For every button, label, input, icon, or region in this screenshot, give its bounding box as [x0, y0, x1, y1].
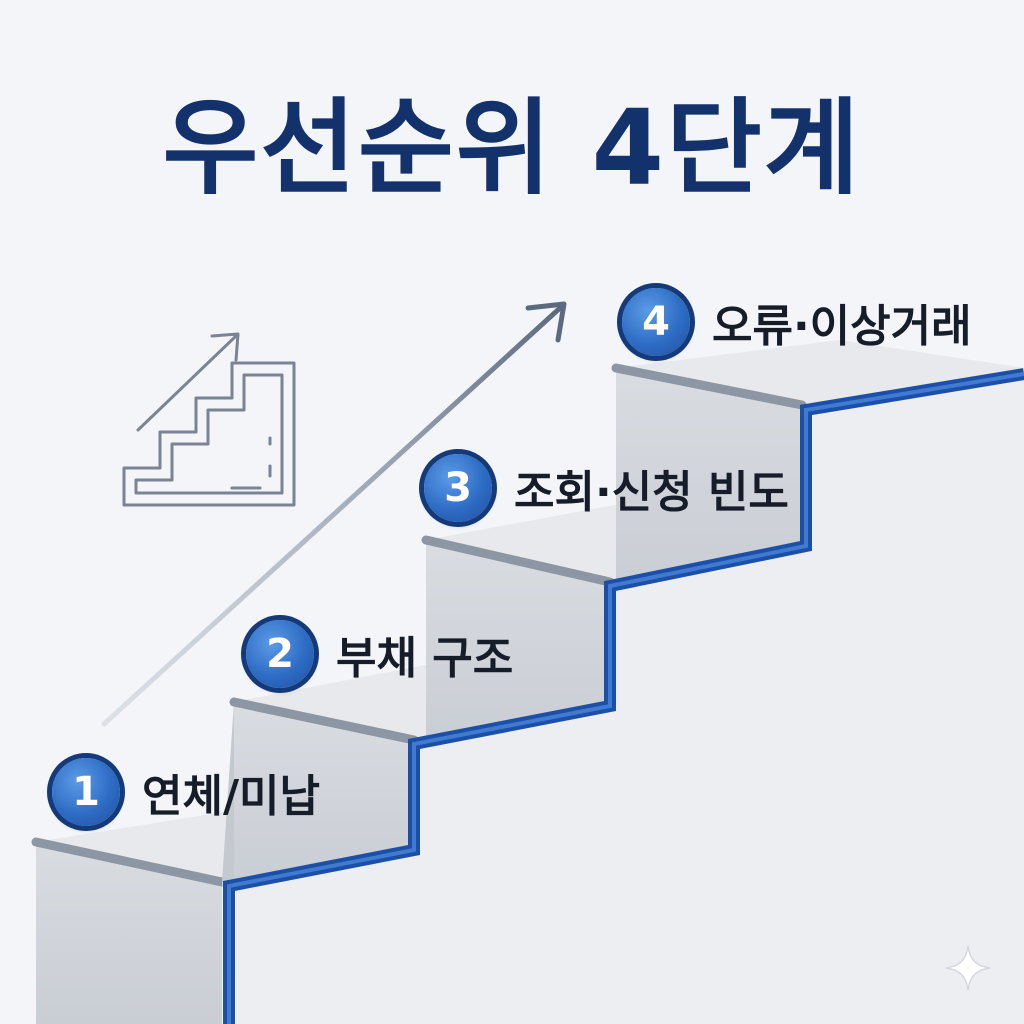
sparkle-icon — [945, 945, 991, 991]
step-3-text: 조회·신청 빈도 — [514, 467, 789, 518]
step-2-label: 2 부채 구조 — [246, 620, 513, 688]
step-4-label: 4 오류·이상거래 — [622, 288, 972, 356]
step-1-label: 1 연체/미납 — [52, 758, 320, 826]
step-4-number-badge: 4 — [622, 288, 690, 356]
step-3-number-badge: 3 — [424, 454, 492, 522]
step-4-block — [610, 340, 1024, 589]
step-2-text: 부채 구조 — [336, 633, 514, 684]
step-1-number-badge: 1 — [52, 758, 120, 826]
step-3-label: 3 조회·신청 빈도 — [424, 454, 789, 522]
step-1-text: 연체/미납 — [142, 771, 320, 822]
staircase — [31, 340, 1024, 1024]
step-2-number-badge: 2 — [246, 620, 314, 688]
rising-arrow — [101, 301, 567, 727]
step-4-text: 오류·이상거래 — [712, 301, 972, 352]
staircase-arrow-icon — [122, 332, 296, 507]
page-title: 우선순위 4단계 — [162, 87, 862, 209]
